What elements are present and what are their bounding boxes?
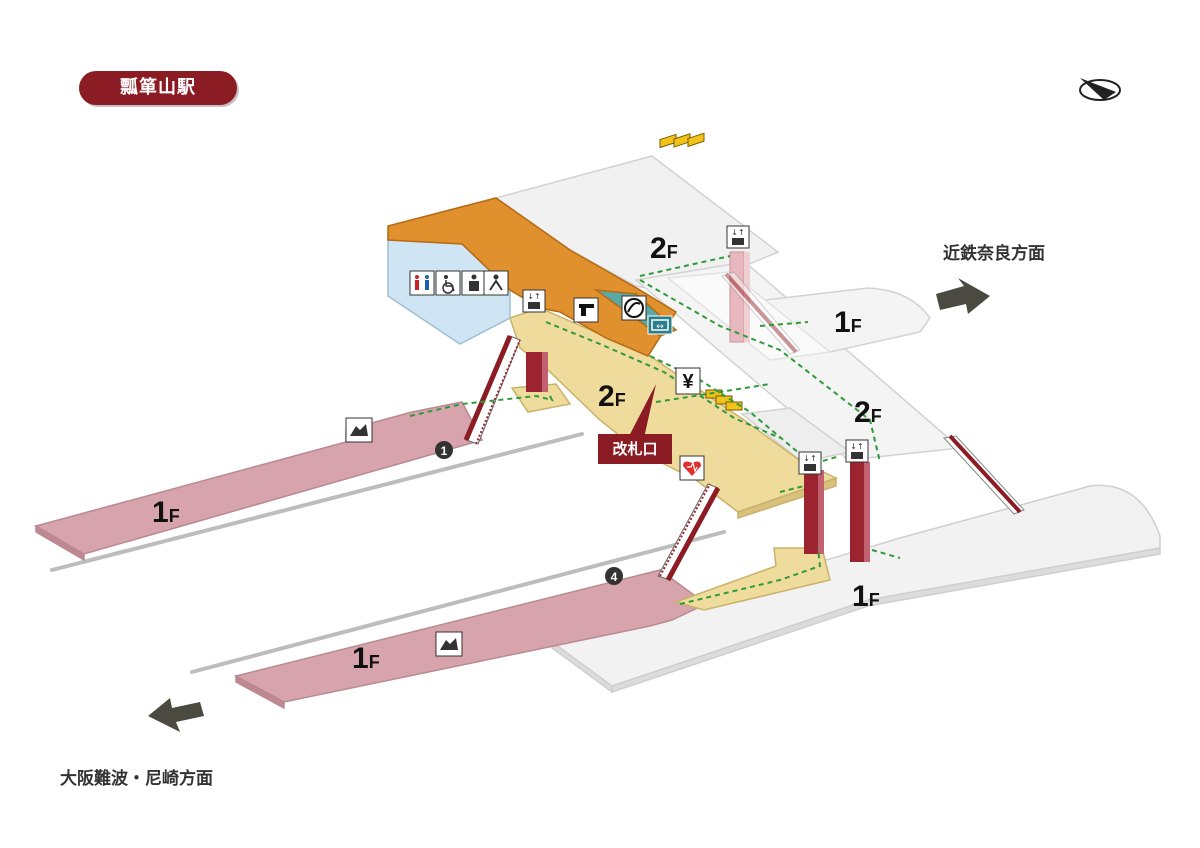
telephone-icon (573, 297, 599, 323)
svg-text:↓↑: ↓↑ (803, 454, 816, 463)
aed-icon (679, 455, 705, 481)
svg-text:↓↑: ↓↑ (527, 292, 540, 301)
elevator-icon: ↓↑ (845, 439, 869, 463)
svg-text:1: 1 (441, 444, 448, 458)
west-platform-1 (34, 401, 484, 562)
floor-labels: 2F 2F 2F 1F 1F 1F 1F (152, 232, 882, 675)
elevator-shaft-west (526, 352, 548, 392)
stairs-east (943, 434, 1025, 515)
stairs-south (657, 483, 721, 582)
floor-label: 2F (598, 380, 626, 413)
direction-west-label: 大阪難波・尼崎方面 (60, 769, 213, 789)
svg-text:↓↑: ↓↑ (850, 442, 863, 451)
floor-label: 2F (854, 396, 882, 429)
elevator-icon: ↓↑ (522, 289, 546, 313)
ostomate-icon (461, 270, 487, 296)
elevator-shaft-south (804, 470, 824, 554)
stairs-north (721, 271, 801, 355)
restroom-icon (409, 270, 435, 296)
elevator-icon: ↓↑ (798, 451, 822, 475)
west-platform-4 (233, 569, 708, 710)
baby-care-icon (483, 270, 509, 296)
svg-text:4: 4 (611, 570, 618, 584)
elevator-shaft-east (850, 462, 870, 562)
yen-icon: ¥ (675, 367, 701, 395)
rail-tracks (50, 432, 726, 674)
compass-icon (1079, 78, 1121, 101)
floor-label: 1F (852, 580, 880, 613)
direction-arrow-icon (936, 278, 990, 314)
platform-number-badge: 1 (435, 441, 453, 459)
stairs-west (463, 335, 521, 445)
ticket-gate-label: 改札口 (598, 434, 672, 464)
svg-text:↔: ↔ (656, 322, 664, 332)
svg-text:↓↑: ↓↑ (731, 228, 744, 237)
svg-text:¥: ¥ (682, 371, 694, 393)
bench-icon (435, 631, 463, 657)
floor-label: 1F (352, 642, 380, 675)
elevator-shafts (526, 251, 870, 562)
ticket-gate-pointer (628, 384, 656, 438)
station-name-badge: 瓢箪山駅 (79, 71, 237, 105)
floor-label: 2F (650, 232, 678, 265)
floor-label: 1F (152, 496, 180, 529)
platform-number-badge: 4 (605, 567, 623, 585)
fare-adjust-icon: ↔ (647, 315, 673, 335)
bench-icon (345, 417, 373, 443)
floor-label: 1F (834, 306, 862, 339)
elevator-shaft-north (729, 251, 750, 343)
direction-arrow-icon (148, 698, 204, 732)
concourse-2f (509, 307, 838, 611)
direction-east-label: 近鉄奈良方面 (943, 244, 1045, 264)
info-icon (621, 295, 647, 321)
elevator-icon: ↓↑ (726, 225, 750, 249)
east-platform-structure (550, 484, 1161, 694)
wheelchair-icon (435, 270, 461, 296)
